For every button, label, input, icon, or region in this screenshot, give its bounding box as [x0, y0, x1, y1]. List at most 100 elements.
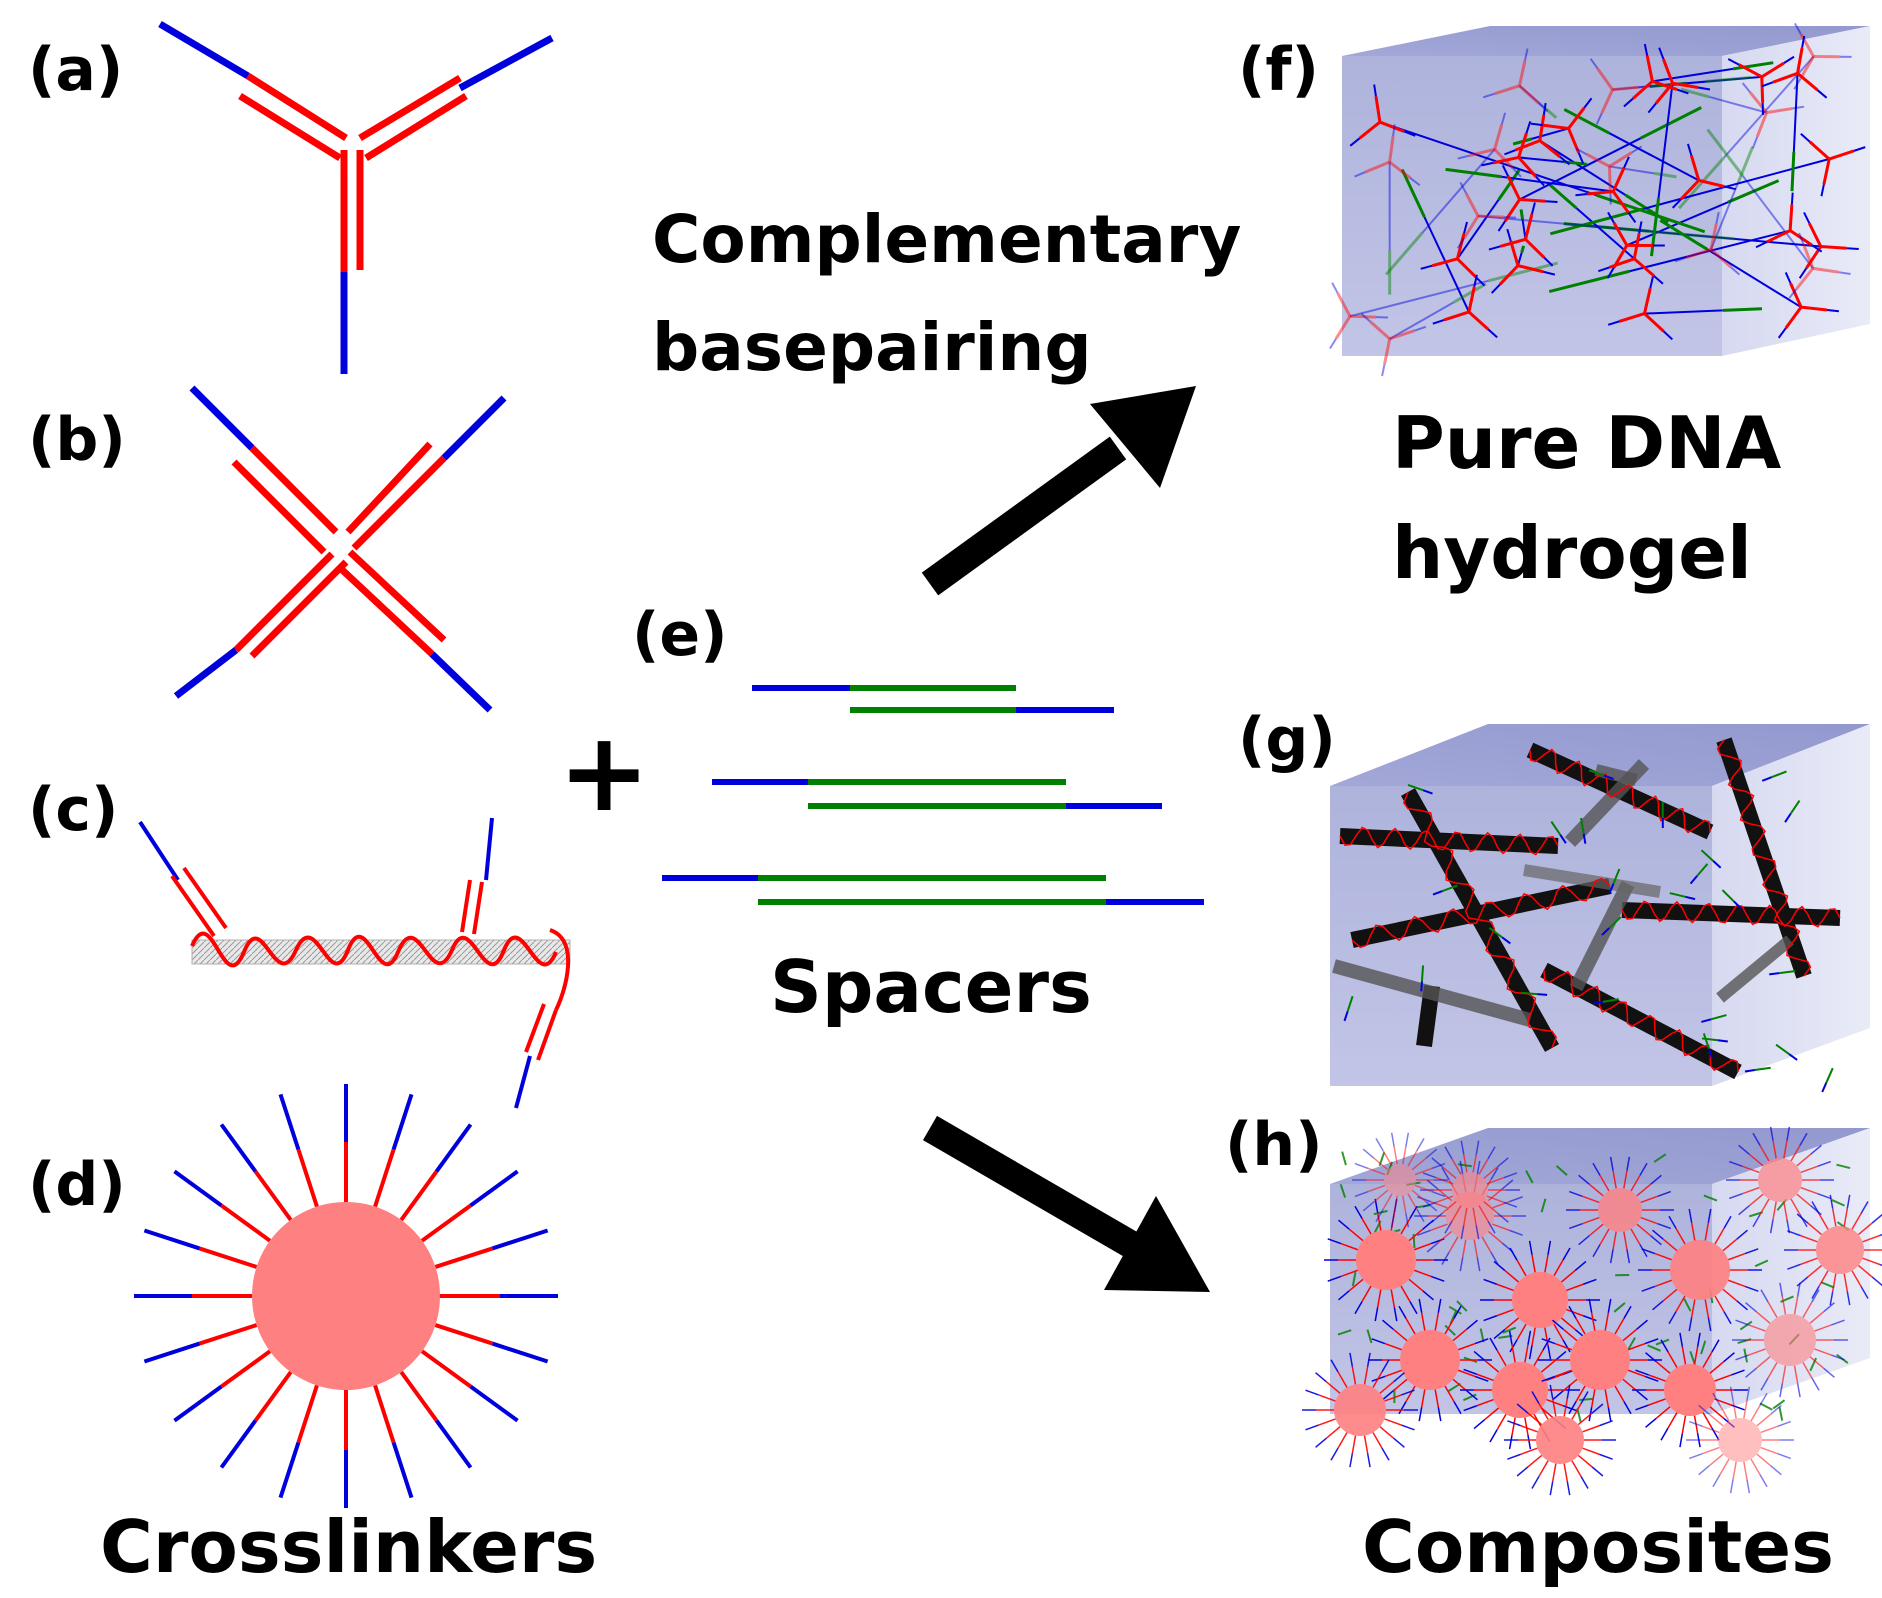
particle-strand [1640, 1216, 1658, 1225]
junction-end [1473, 274, 1478, 287]
short-spacer [1488, 927, 1503, 939]
radial-strand-core [399, 1370, 439, 1422]
nanoparticle [1764, 1314, 1816, 1366]
radial-strand-end [491, 1228, 549, 1251]
particle-strand [1702, 1446, 1720, 1455]
particle-strand [1516, 1323, 1527, 1341]
particle-strand [1732, 1400, 1737, 1419]
caption-hydrogel: hydrogel [1392, 511, 1752, 595]
particle-strand-end [1528, 1240, 1533, 1255]
particle-strand [1393, 1195, 1398, 1214]
nanoparticle [1446, 1192, 1494, 1240]
free-spacer [1339, 1183, 1347, 1198]
x-junction-crosslinker [173, 385, 507, 713]
particle-strand-end [1636, 1319, 1648, 1330]
particle-strand [1709, 1406, 1725, 1419]
short-spacer [1588, 769, 1605, 777]
panel-label-b: (b) [28, 405, 126, 475]
particle-strand [1831, 1273, 1837, 1292]
junction-end [1457, 154, 1470, 160]
particle-strand [1411, 1189, 1427, 1203]
particle-strand [1373, 1189, 1389, 1203]
particle-strand-end [1431, 1162, 1446, 1170]
particle-strand [1708, 1453, 1724, 1467]
junction-arm [1796, 72, 1819, 92]
free-spacer [1447, 1382, 1461, 1392]
particle-strand-end [1860, 1201, 1869, 1215]
junction-end [1798, 232, 1805, 245]
particle-strand-end [1689, 1420, 1703, 1428]
particle-strand [1538, 1403, 1549, 1420]
particle-strand [1755, 1356, 1771, 1369]
particle-strand [1524, 1344, 1529, 1363]
particle-strand-end [1652, 1300, 1664, 1311]
particle-strand [1382, 1150, 1393, 1167]
junction-arm [1612, 85, 1639, 92]
particle-strand [1681, 1415, 1687, 1434]
link-end [1608, 132, 1700, 182]
short-spacer-end [1343, 1011, 1349, 1022]
particle-strand-end [1401, 1424, 1415, 1431]
particle-strand-end [1796, 1282, 1801, 1297]
junction-arm [1358, 120, 1381, 140]
junction-end [1623, 156, 1630, 169]
particle-strand-end [1354, 1190, 1369, 1198]
particle-strand [1451, 1205, 1462, 1222]
particle-strand-end [1580, 1475, 1589, 1489]
particle-strand [1599, 1174, 1610, 1192]
short-spacer [1779, 970, 1796, 975]
junction-arm [1585, 152, 1611, 168]
free-spacer [1502, 1326, 1517, 1334]
junction-arm [1611, 167, 1626, 193]
particle-strand [1531, 1327, 1536, 1346]
free-spacer [1653, 1153, 1667, 1163]
particle-strand [1400, 1285, 1411, 1302]
particle-strand-end [1810, 1144, 1822, 1155]
particle-strand-end [1417, 1229, 1431, 1236]
particle-strand [1379, 1426, 1395, 1439]
short-spacer [1825, 1067, 1834, 1084]
particle-strand-end [1425, 1201, 1438, 1212]
radial-strand-end [173, 1384, 223, 1423]
particle-strand [1430, 1223, 1448, 1232]
short-spacer-end [1788, 1053, 1798, 1061]
particle-strand [1533, 1349, 1544, 1367]
particle-strand [1407, 1150, 1418, 1167]
link-end [1609, 165, 1655, 175]
particle-strand [1340, 1242, 1359, 1251]
particle-strand [1612, 1231, 1617, 1250]
particle-strand-end [1811, 1289, 1820, 1303]
junction-end [1623, 97, 1634, 108]
radial-strand-end [143, 1341, 201, 1364]
particle-strand-end [1723, 1352, 1735, 1363]
junction-arm [1494, 84, 1520, 96]
particle-strand-end [1349, 1352, 1354, 1367]
particle-strand-end [1641, 1248, 1656, 1255]
free-spacer [1739, 1320, 1753, 1331]
particle-strand [1340, 1269, 1359, 1278]
junction-end [1414, 325, 1427, 332]
junction-arm [1462, 215, 1480, 239]
junction-arm [1607, 166, 1612, 193]
particle-strand-end [1354, 1205, 1363, 1219]
junction-arm [1609, 257, 1635, 269]
particle-strand [1566, 1308, 1584, 1317]
particle-strand [1604, 1312, 1610, 1331]
link-spacer [1653, 171, 1677, 179]
junction-end [1790, 192, 1794, 205]
particle-strand [1807, 1264, 1823, 1278]
particle-strand [1405, 1385, 1416, 1402]
junction-arm [1643, 312, 1665, 333]
junction-arm [1651, 79, 1678, 92]
particle-strand [1575, 1318, 1586, 1335]
particle-strand [1582, 1447, 1600, 1456]
particle-strand [1325, 1381, 1341, 1394]
junction-end [1607, 320, 1620, 326]
short-spacer-end [1601, 927, 1610, 936]
particle-strand-end [1453, 1401, 1462, 1415]
junction-arm [1596, 67, 1614, 91]
radial-strand-core [373, 1384, 396, 1444]
particle-strand [1484, 1407, 1500, 1421]
particle-strand [1800, 1186, 1818, 1195]
particle-strand [1496, 1413, 1507, 1431]
